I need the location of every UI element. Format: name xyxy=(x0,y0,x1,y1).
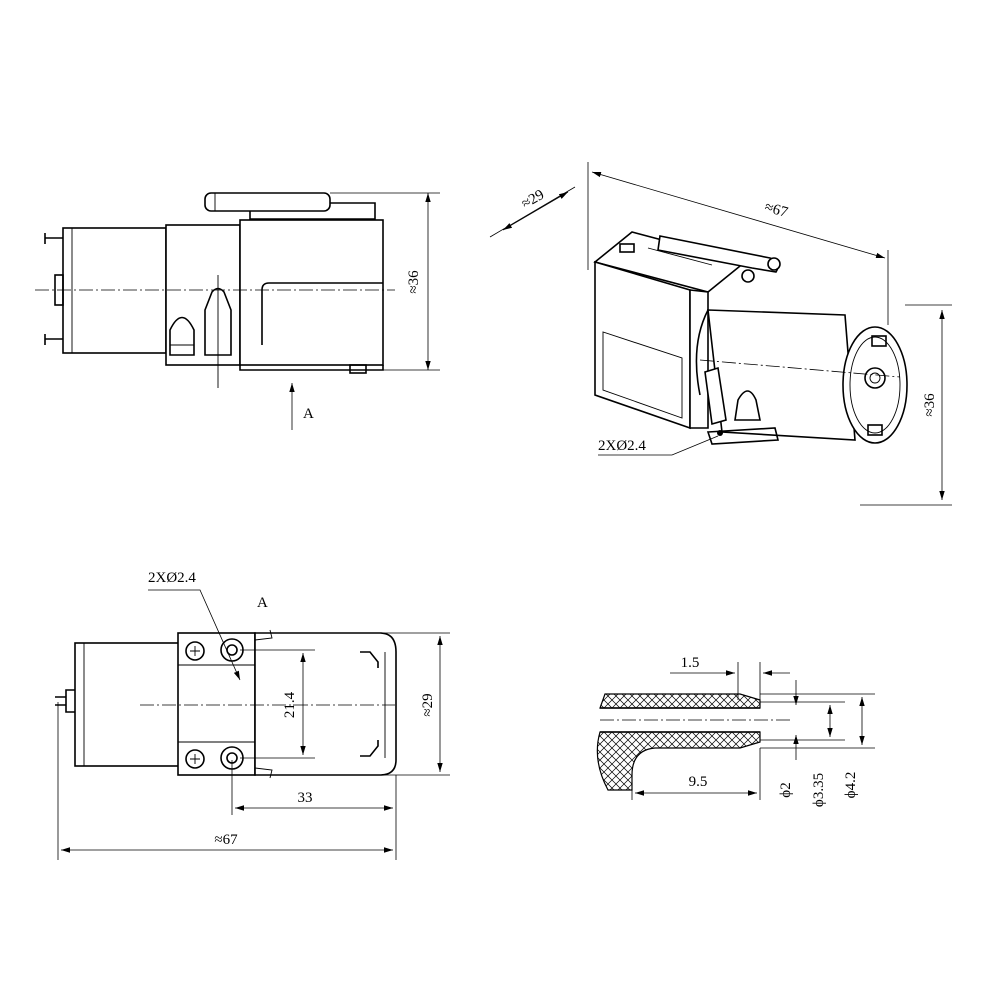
top-view-label: A xyxy=(257,595,268,611)
iso-length-label: ≈67 xyxy=(763,199,790,221)
top-nozzle xyxy=(204,192,331,212)
motor-terminals xyxy=(44,233,63,345)
iso-width-label: ≈29 xyxy=(519,187,547,212)
mount-hole-dot xyxy=(717,430,723,436)
hole-spacing-label: 21.4 xyxy=(282,691,298,718)
iso-view xyxy=(489,162,952,506)
tube-wall-top xyxy=(599,693,761,709)
motor-can xyxy=(62,227,167,354)
motor-shaft xyxy=(864,367,886,389)
front-view-label: A xyxy=(303,406,314,422)
mount-length-label: 33 xyxy=(298,790,313,806)
insert-length-label: 9.5 xyxy=(689,774,708,790)
wall-length-label: 1.5 xyxy=(681,655,700,671)
top-length-label: ≈67 xyxy=(214,832,238,848)
outer-diameter-label: ϕ4.2 xyxy=(843,772,859,799)
pump-housing xyxy=(239,219,384,366)
mount-hole-top xyxy=(220,638,244,662)
motor-body xyxy=(707,309,856,441)
inner-diameter-label: ϕ2 xyxy=(778,782,794,797)
top-view xyxy=(55,589,450,860)
iso-height-label: ≈36 xyxy=(922,393,938,417)
tube-wall-bottom xyxy=(596,731,761,791)
tube-section xyxy=(596,662,875,800)
top-housing xyxy=(254,632,397,776)
mount-post xyxy=(169,316,195,356)
mid-diameter-label: ϕ3.35 xyxy=(811,773,827,807)
top-width-label: ≈29 xyxy=(420,693,436,716)
front-view xyxy=(35,192,440,430)
top-hole-callout: 2XØ2.4 xyxy=(148,570,196,586)
top-motor-can xyxy=(74,642,181,767)
iso-hole-callout: 2XØ2.4 xyxy=(598,438,646,454)
front-height-label: ≈36 xyxy=(406,270,422,294)
